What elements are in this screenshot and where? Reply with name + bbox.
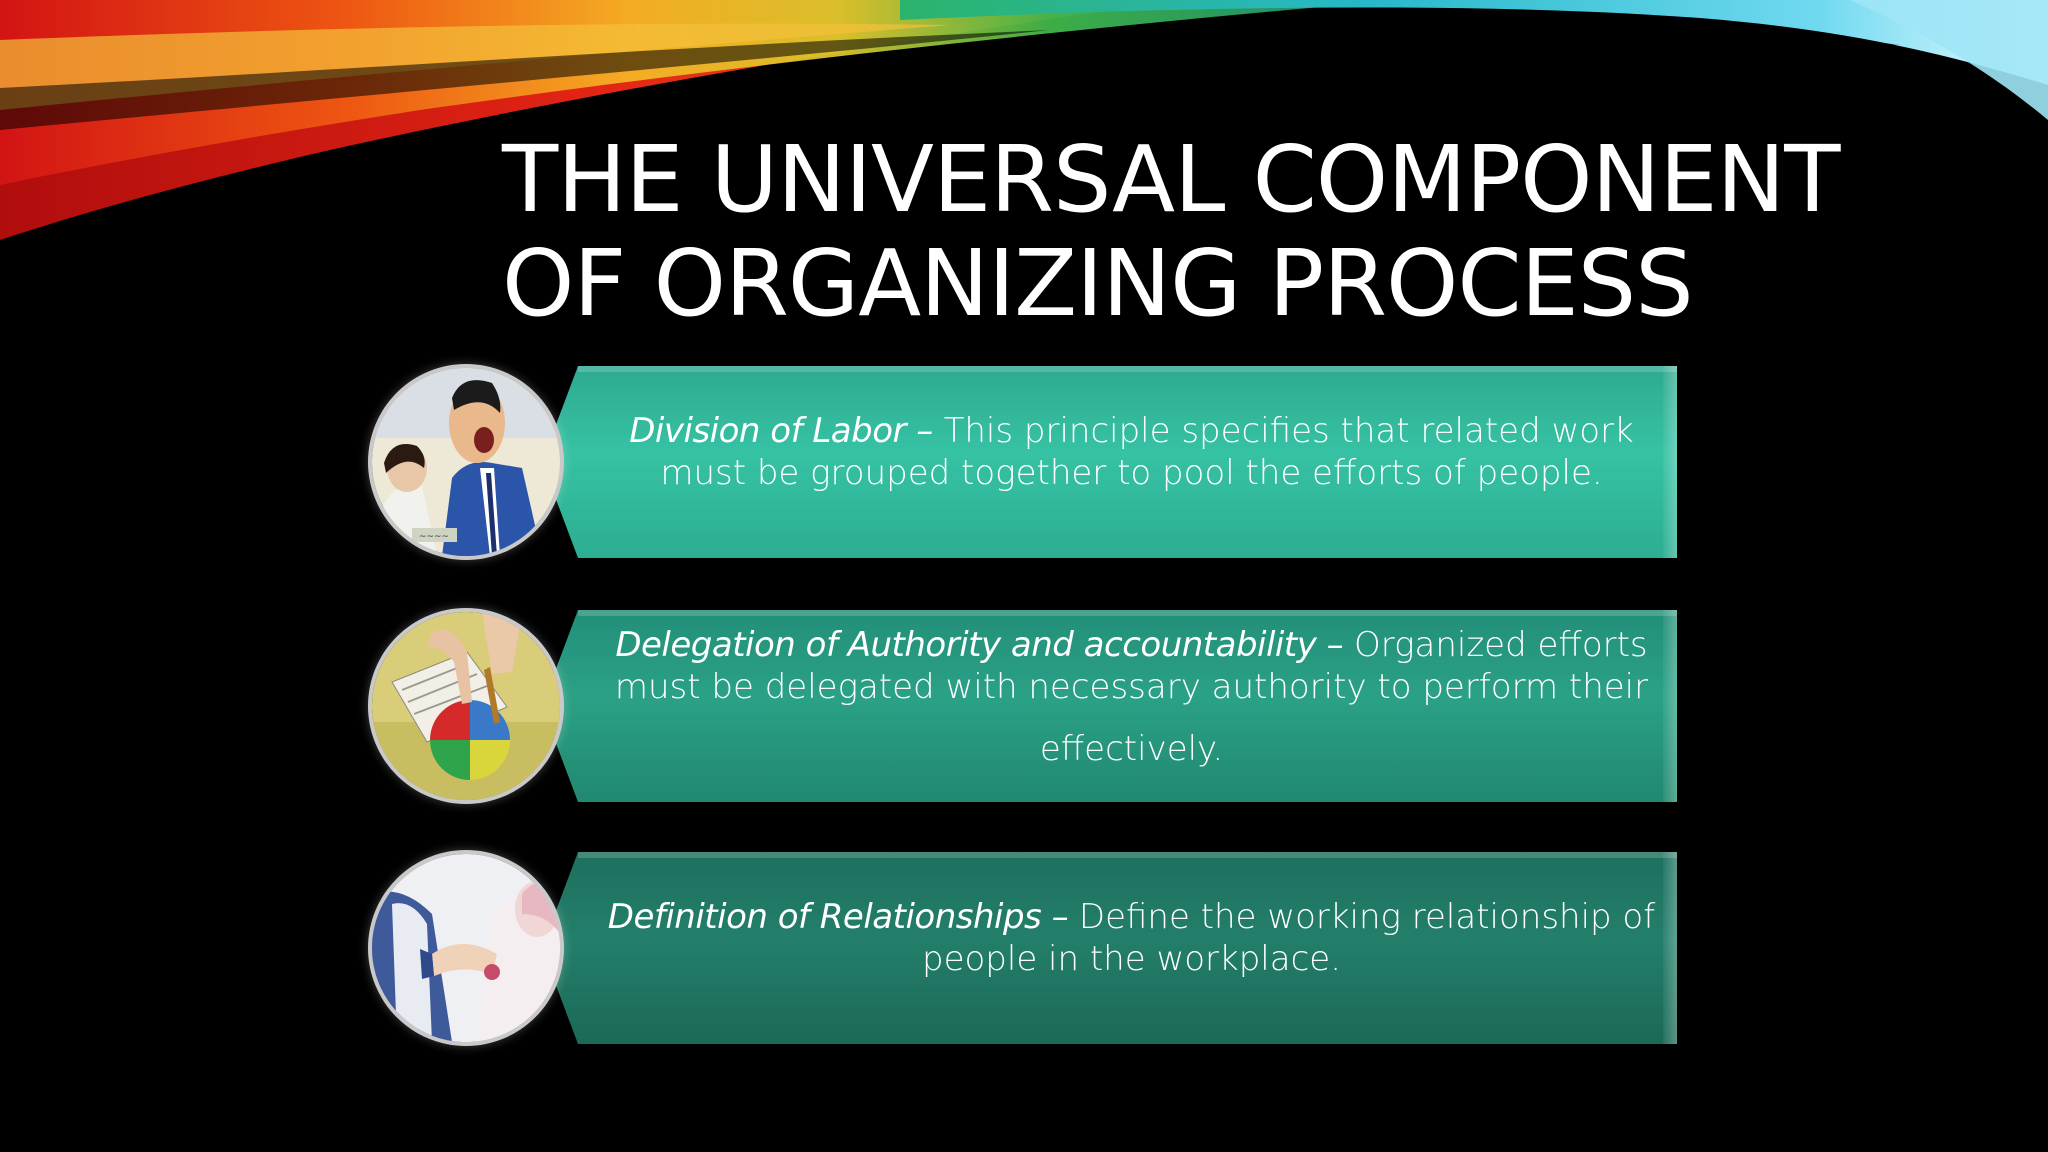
svg-text:~~~~: ~~~~ — [419, 532, 449, 542]
component-text: Division of Labor – This principle speci… — [606, 366, 1657, 558]
component-desc-line-1: This principle specifies that related wo… — [932, 411, 1634, 451]
component-term: Definition of Relationships – — [607, 897, 1069, 937]
slide-title: THE UNIVERSAL COMPONENT OF ORGANIZING PR… — [502, 128, 1902, 336]
component-desc-line-3: effectively. — [1039, 729, 1224, 769]
component-desc-line-2: people in the workplace. — [921, 939, 1342, 979]
component-item-division-of-labor: Division of Labor – This principle speci… — [372, 366, 1682, 560]
component-term: Delegation of Authority and accountabili… — [615, 625, 1344, 665]
component-desc-line-1: Organized efforts — [1343, 625, 1648, 665]
component-term: Division of Labor – — [629, 411, 933, 451]
handshake-illustration — [372, 854, 560, 1042]
title-line-2: OF ORGANIZING PROCESS — [502, 230, 1694, 337]
component-desc-line-1: Define the working relationship of — [1068, 897, 1656, 937]
manager-shouting-illustration: ~~~~ — [372, 368, 560, 556]
pie-chart-hands-illustration — [372, 612, 560, 800]
component-banner: Delegation of Authority and accountabili… — [542, 610, 1677, 802]
component-text: Delegation of Authority and accountabili… — [606, 610, 1657, 802]
component-desc-line-2: must be delegated with necessary authori… — [614, 667, 1649, 707]
component-desc-line-2: must be grouped together to pool the eff… — [660, 453, 1603, 493]
component-banner: Definition of Relationships – Define the… — [542, 852, 1677, 1044]
title-line-1: THE UNIVERSAL COMPONENT — [502, 126, 1840, 233]
component-item-delegation-of-authority: Delegation of Authority and accountabili… — [372, 610, 1682, 804]
component-text: Definition of Relationships – Define the… — [606, 852, 1657, 1044]
component-item-definition-of-relationships: Definition of Relationships – Define the… — [372, 852, 1682, 1046]
component-banner: Division of Labor – This principle speci… — [542, 366, 1677, 558]
rainbow-swoosh-decoration — [0, 0, 2048, 240]
